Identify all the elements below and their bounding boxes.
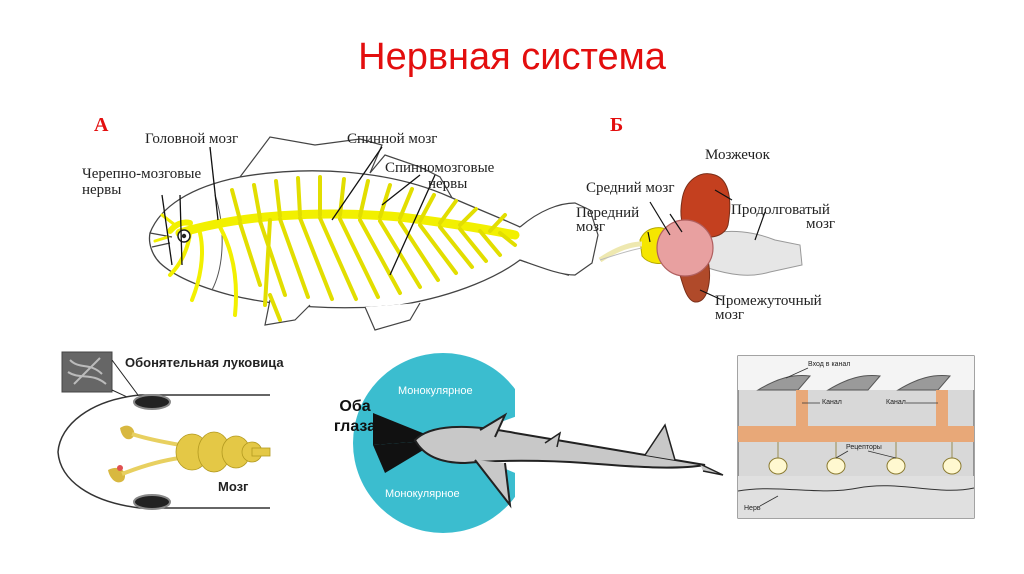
shark-brain-shape (175, 431, 271, 473)
fish-gill-line (211, 194, 223, 291)
lateral-line-illustration (737, 355, 975, 519)
label-diencephalon-line1: Промежуточный (715, 293, 822, 309)
olfactory-tract (598, 241, 643, 263)
shark-tail (699, 463, 724, 476)
olfactory-bulb-left (120, 425, 135, 440)
label-shark-brain: Мозг (218, 479, 249, 494)
label-receptors: Рецепторы (846, 444, 882, 451)
label-cerebellum: Мозжечок (705, 147, 770, 163)
label-canal-entrance: Вход в канал (808, 361, 851, 368)
label-forebrain-line1: Передний (576, 205, 640, 221)
label-cranial-nerves-line1: Черепно-мозговые (82, 166, 202, 182)
panel-a-letter: А (94, 114, 109, 136)
visual-field-illustration (353, 345, 735, 535)
label-monocular-top: Монокулярное (398, 385, 473, 397)
page-title: Нервная система (358, 36, 666, 78)
midbrain-shape (656, 219, 714, 277)
label-medulla-line2: мозг (806, 216, 836, 232)
panel-a-leader-lines (161, 146, 436, 276)
label-midbrain: Средний мозг (586, 180, 675, 196)
panel-b-leader-lines (647, 189, 766, 301)
label-spinal-cord: Спинной мозг (347, 131, 438, 147)
label-cranial-nerves-line2: нервы (82, 182, 122, 198)
label-nerve: Нерв (744, 505, 761, 512)
label-spinal-nerves-line2: нервы (428, 176, 468, 192)
nerve-line (737, 485, 975, 492)
panel-b-letter: Б (610, 114, 624, 136)
shark-head-outline (57, 394, 270, 509)
label-medulla-line1: Продолговатый (731, 202, 830, 218)
label-both-eyes-line1: Оба (339, 398, 371, 415)
nostril-bottom (133, 494, 171, 510)
shark-fin-top (479, 412, 508, 438)
label-forebrain-line2: мозг (576, 219, 606, 235)
label-diencephalon-line2: мозг (715, 307, 745, 323)
fish-anal-fin (364, 302, 421, 331)
canal-shape (738, 390, 974, 442)
label-monocular-bottom: Монокулярное (385, 488, 460, 500)
label-olfactory-bulb: Обонятельная луковица (125, 355, 284, 370)
label-canal-right: Канал (886, 399, 906, 406)
fish-tail-fin (519, 202, 599, 276)
shark-fin-bottom (474, 459, 512, 509)
olfactory-bulb-right (108, 467, 126, 483)
shark-body-shape (413, 425, 706, 469)
nostril-top (133, 394, 171, 410)
label-spinal-nerves-line1: Спинномозговые (385, 160, 495, 176)
label-canal-left: Канал (822, 399, 842, 406)
medulla-shape (704, 230, 803, 276)
brain-illustration (598, 173, 803, 303)
label-brain: Головной мозг (145, 131, 239, 147)
shark-head-illustration (57, 351, 271, 510)
fish-spinal-nerve-branches (230, 175, 517, 322)
label-both-eyes-line2: глаза (333, 418, 377, 435)
fish-illustration (148, 136, 599, 331)
